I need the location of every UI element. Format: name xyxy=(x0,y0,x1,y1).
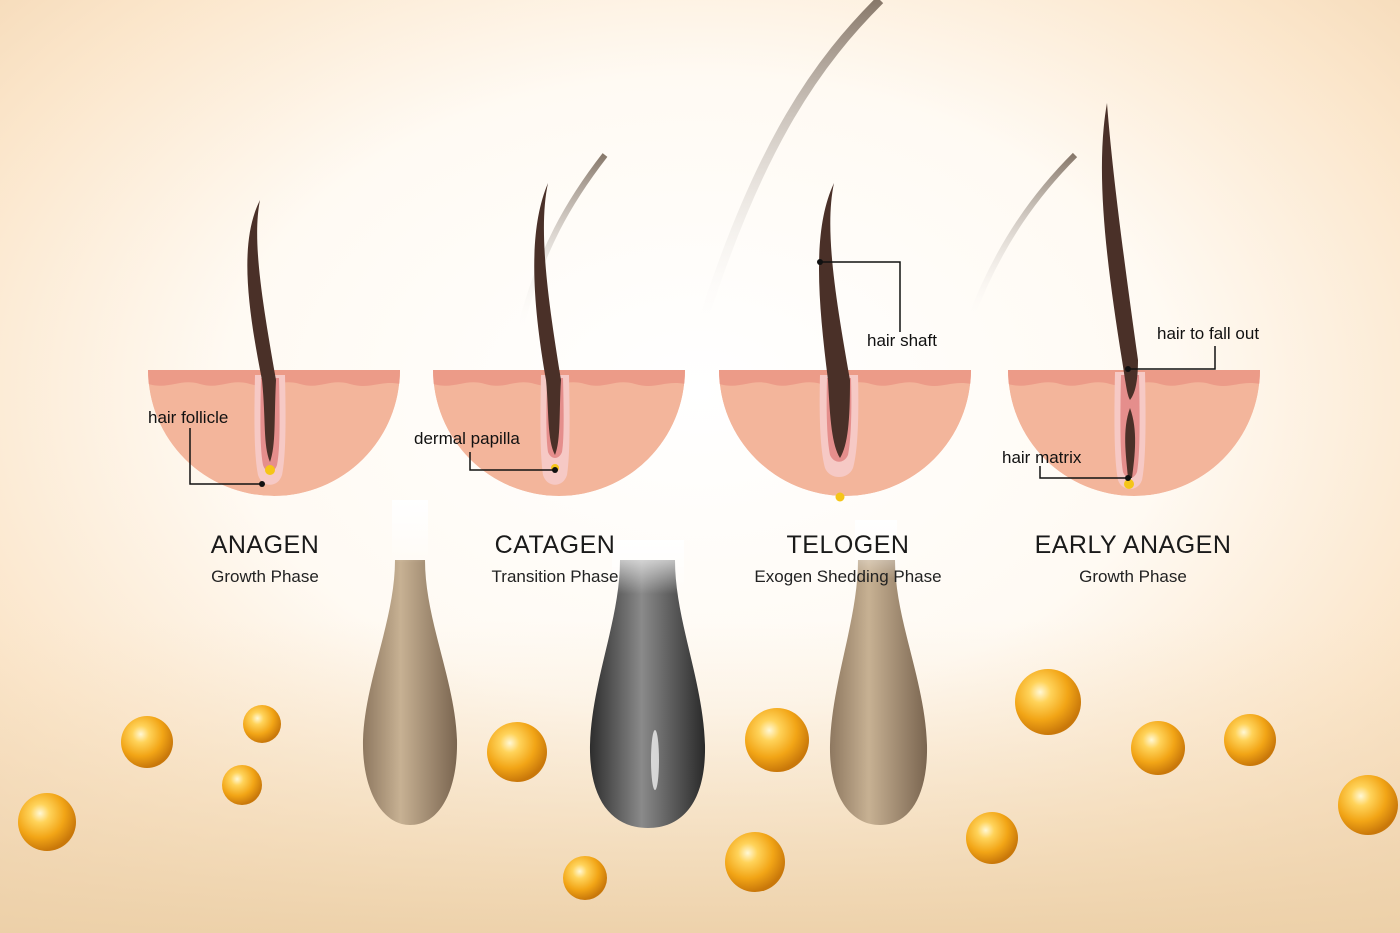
telogen-title: TELOGEN xyxy=(786,531,910,559)
catagen-diagram xyxy=(433,183,685,496)
early-anagen-diagram xyxy=(1008,103,1260,496)
telogen-hair xyxy=(819,183,850,458)
anagen-hair xyxy=(247,200,276,462)
telogen-papilla xyxy=(835,492,845,502)
anagen-subtitle: Growth Phase xyxy=(211,567,319,586)
catagen-hair xyxy=(534,183,561,455)
decorative-hair-roots xyxy=(362,500,928,828)
telogen-diagram xyxy=(719,183,971,502)
early-anagen-new-hair xyxy=(1125,408,1136,478)
hair-to-fall-out-label: hair to fall out xyxy=(1157,324,1260,343)
catagen-subtitle: Transition Phase xyxy=(491,567,619,586)
hair-follicle-label: hair follicle xyxy=(148,408,229,427)
anagen-title: ANAGEN xyxy=(210,531,320,559)
hair-shaft-label: hair shaft xyxy=(867,331,937,350)
dermal-papilla-label: dermal papilla xyxy=(414,429,520,448)
catagen-title: CATAGEN xyxy=(494,531,616,559)
early-anagen-subtitle: Growth Phase xyxy=(1079,567,1187,586)
early-anagen-papilla xyxy=(1124,479,1134,489)
anagen-diagram xyxy=(148,200,400,496)
background-hair-strands xyxy=(517,0,1078,332)
early-anagen-old-hair xyxy=(1101,103,1138,400)
early-anagen-title: EARLY ANAGEN xyxy=(1034,531,1232,559)
hair-matrix-label: hair matrix xyxy=(1002,448,1082,467)
decorative-pearls xyxy=(18,669,1398,900)
anagen-papilla xyxy=(265,465,275,475)
telogen-subtitle: Exogen Shedding Phase xyxy=(754,567,942,586)
